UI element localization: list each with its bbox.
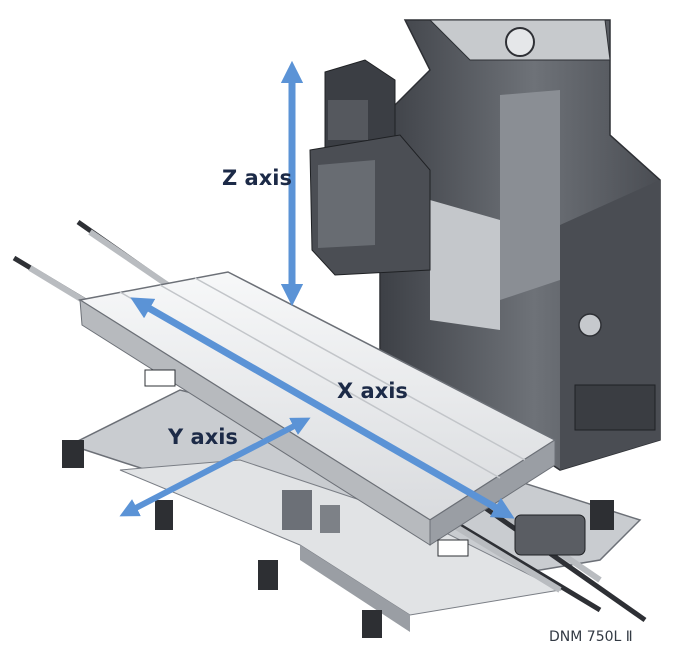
model-caption: DNM 750L Ⅱ [549,629,633,645]
z-axis-label: Z axis [222,166,292,190]
x-axis-label: X axis [337,379,408,403]
y-axis-label: Y axis [168,425,238,449]
spindle-head [309,59,431,276]
axis-arrows [119,60,515,519]
x-axis-arrow [130,297,515,519]
y-axis-arrow [119,417,311,517]
